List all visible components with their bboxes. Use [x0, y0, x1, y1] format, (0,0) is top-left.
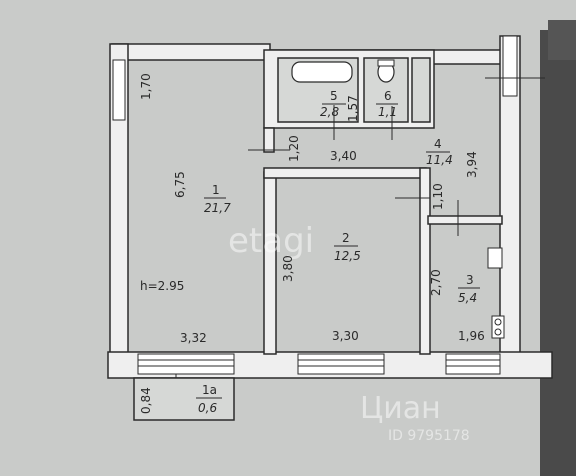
- svg-text:4: 4: [434, 137, 442, 151]
- svg-text:1a: 1a: [202, 383, 217, 397]
- left-window: [112, 59, 126, 121]
- dark-corner-top: [548, 20, 576, 60]
- room-1: 1 21,7: [204, 183, 231, 215]
- dim-084: 0,84: [139, 387, 153, 414]
- dim-110: 1,10: [431, 183, 445, 210]
- dim-332: 3,32: [180, 331, 207, 345]
- dim-120: 1,20: [287, 135, 301, 162]
- dim-330: 3,30: [332, 329, 359, 343]
- watermark-code: ID 9795178: [388, 428, 470, 444]
- room-5: 5 2,8: [320, 89, 346, 119]
- svg-text:1: 1: [212, 183, 220, 197]
- dim-196: 1,96: [458, 329, 485, 343]
- watermark-logo: etagi: [228, 221, 314, 261]
- dim-380: 3,80: [281, 255, 295, 282]
- dim-340: 3,40: [330, 149, 357, 163]
- interior-walls: [263, 127, 503, 355]
- dim-170: 1,70: [139, 73, 153, 100]
- dim-270: 2,70: [429, 269, 443, 296]
- bathtub-icon: [291, 61, 353, 83]
- balcony: [133, 377, 235, 421]
- dark-corner: [540, 30, 576, 476]
- svg-text:11,4: 11,4: [426, 153, 453, 167]
- bottom-windows: [137, 353, 501, 375]
- room-1a: 1a 0,6: [196, 383, 222, 415]
- svg-text:5,4: 5,4: [458, 291, 477, 305]
- right-window: [502, 35, 518, 97]
- dim-157: 1,57: [346, 95, 360, 122]
- svg-text:12,5: 12,5: [334, 249, 361, 263]
- svg-text:1,1: 1,1: [378, 105, 397, 119]
- svg-text:5: 5: [330, 89, 338, 103]
- svg-text:3: 3: [466, 273, 474, 287]
- dim-394: 3,94: [465, 151, 479, 178]
- svg-text:0,6: 0,6: [198, 401, 217, 415]
- room-3: 3 5,4: [458, 273, 480, 305]
- room-6: 6 1,1: [376, 89, 398, 119]
- room-2: 2 12,5: [334, 231, 361, 263]
- svg-text:2,8: 2,8: [320, 105, 339, 119]
- svg-text:21,7: 21,7: [204, 201, 231, 215]
- room-4: 4 11,4: [426, 137, 453, 167]
- ceiling-height: h=2.95: [140, 279, 184, 293]
- dim-675: 6,75: [173, 171, 187, 198]
- svg-text:2: 2: [342, 231, 350, 245]
- svg-text:6: 6: [384, 89, 392, 103]
- sink-icon: [487, 247, 503, 269]
- door-lines: [175, 105, 459, 392]
- watermark-brand: Циан: [360, 391, 441, 426]
